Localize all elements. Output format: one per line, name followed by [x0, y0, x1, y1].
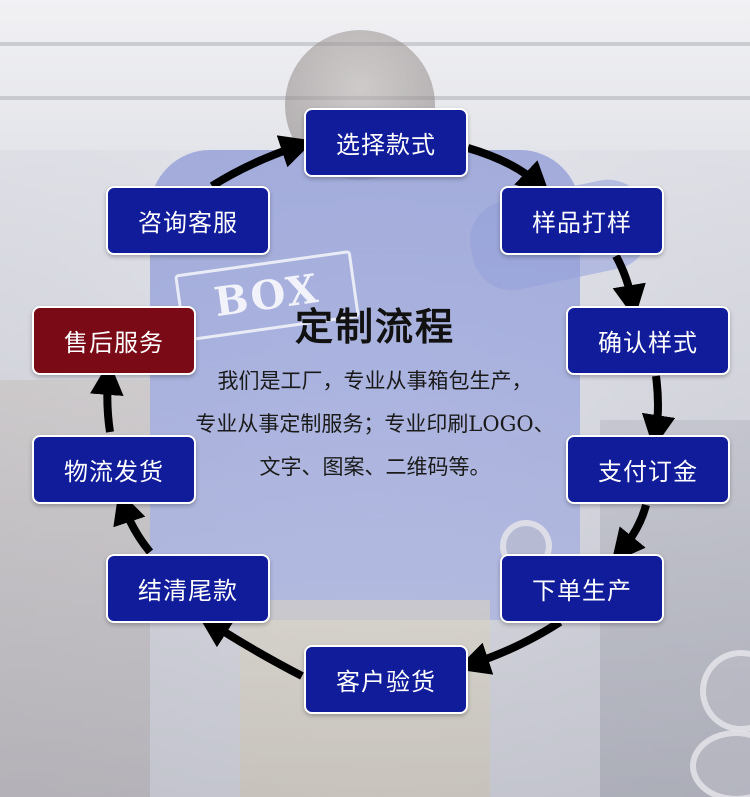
description-line: 文字、图案、二维码等。	[259, 455, 491, 479]
step-after-sales[interactable]: 售后服务	[32, 306, 196, 375]
step-logistics[interactable]: 物流发货	[32, 435, 196, 504]
description-line: 专业从事定制服务；专业印刷LOGO、	[195, 412, 555, 436]
flow-arrow	[612, 254, 646, 319]
step-consult-service[interactable]: 咨询客服	[106, 186, 270, 255]
flow-arrow	[641, 375, 676, 449]
page-title: 定制流程	[294, 304, 455, 349]
background-spool	[690, 730, 750, 797]
flow-arrow	[209, 135, 314, 190]
step-pay-deposit[interactable]: 支付订金	[566, 435, 730, 504]
flow-arrow	[611, 503, 650, 564]
step-sample-making[interactable]: 样品打样	[500, 186, 664, 255]
flow-arrow	[466, 144, 551, 196]
step-customer-inspection[interactable]: 客户验货	[304, 645, 468, 714]
step-final-payment[interactable]: 结清尾款	[106, 554, 270, 623]
step-place-order[interactable]: 下单生产	[500, 554, 664, 623]
flow-arrow	[456, 618, 563, 675]
description-line: 我们是工厂，专业从事箱包生产，	[217, 369, 533, 393]
flow-arrow	[90, 361, 124, 433]
flow-arrow	[113, 490, 154, 555]
step-select-style[interactable]: 选择款式	[304, 108, 468, 177]
step-confirm-style[interactable]: 确认样式	[566, 306, 730, 375]
flow-arrow	[197, 614, 304, 680]
description: 我们是工厂，专业从事箱包生产， 专业从事定制服务；专业印刷LOGO、 文字、图案…	[160, 360, 590, 489]
